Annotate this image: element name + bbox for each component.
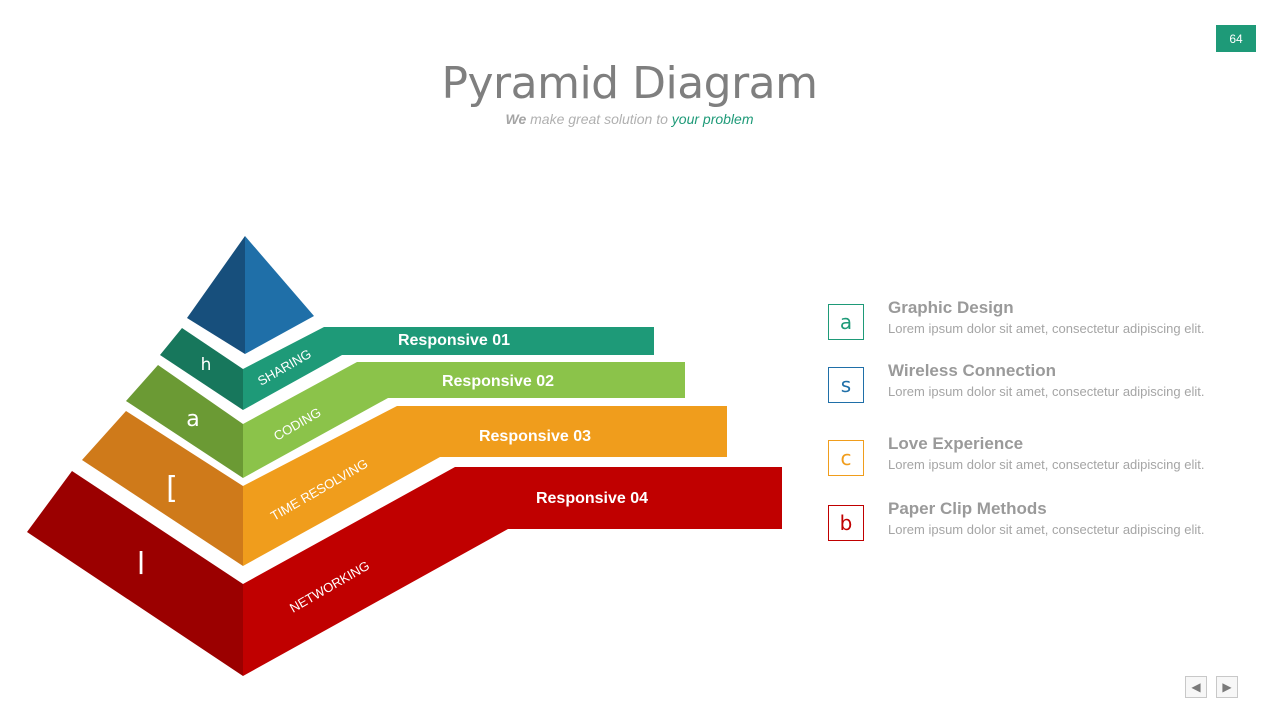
layer-1-left-face [160,328,243,410]
layer-4-left-face [27,471,243,676]
legend-1-title: Graphic Design [888,298,1014,317]
arrow-right-icon: ▶ [1222,680,1232,694]
pyramid-layer-4: l NETWORKING Responsive 04 [27,467,782,676]
layer-2-icon: a [186,407,199,432]
pyramid-top-right-face [245,236,314,354]
legend-3-title: Love Experience [888,434,1024,453]
layer-1-banner-label: Responsive 01 [398,332,510,349]
pyramid-layer-1: h SHARING Responsive 01 [160,327,654,410]
page-subtitle: We make great solution to your problem [0,111,1259,127]
layer-4-ribbon [243,467,782,676]
legend-2-icon-box: s [828,367,864,403]
page-title: Pyramid Diagram [441,58,818,109]
pyramid-top-left-face [187,236,245,354]
layer-1-ribbon [243,327,654,410]
layer-3-ribbon [243,406,727,566]
legend-4-title: Paper Clip Methods [888,499,1047,518]
layer-3-icon: [ [166,471,178,506]
legend-2-title: Wireless Connection [888,361,1056,380]
legend-1-icon-box: a [828,304,864,340]
legend-2-description: Lorem ipsum dolor sit amet, consectetur … [888,384,1205,399]
legend-item-2: s Wireless Connection Lorem ipsum dolor … [828,361,1258,407]
prev-slide-button[interactable]: ◀ [1185,676,1207,698]
legend-1-description: Lorem ipsum dolor sit amet, consectetur … [888,321,1205,336]
layer-3-banner-label: Responsive 03 [479,428,591,445]
layer-4-banner-label: Responsive 04 [536,490,648,507]
arrow-left-icon: ◀ [1191,680,1201,694]
legend-item-4: b Paper Clip Methods Lorem ipsum dolor s… [828,499,1258,545]
legend-item-3: c Love Experience Lorem ipsum dolor sit … [828,434,1258,480]
pyramid-diagram: l NETWORKING Responsive 04 [ TIME RESOLV… [27,236,782,676]
next-slide-button[interactable]: ▶ [1216,676,1238,698]
pyramid-layer-2: a CODING Responsive 02 [126,362,685,478]
page-number-badge: 64 [1216,25,1256,52]
subtitle-middle: make great solution to [526,111,672,127]
layer-3-left-face [82,411,243,566]
pyramid-top [187,236,314,354]
layer-2-left-face [126,365,243,478]
subtitle-accent: your problem [671,111,754,127]
legend-4-icon-box: b [828,505,864,541]
legend-item-1: a Graphic Design Lorem ipsum dolor sit a… [828,298,1258,344]
legend-4-description: Lorem ipsum dolor sit amet, consectetur … [888,522,1205,537]
layer-1-icon: h [201,355,212,375]
legend-3-description: Lorem ipsum dolor sit amet, consectetur … [888,457,1205,472]
subtitle-lead: We [505,111,527,127]
layer-2-ribbon [243,362,685,478]
legend-3-icon-box: c [828,440,864,476]
layer-4-icon: l [137,547,145,582]
layer-2-banner-label: Responsive 02 [442,373,554,390]
pyramid-layer-3: [ TIME RESOLVING Responsive 03 [82,406,727,566]
